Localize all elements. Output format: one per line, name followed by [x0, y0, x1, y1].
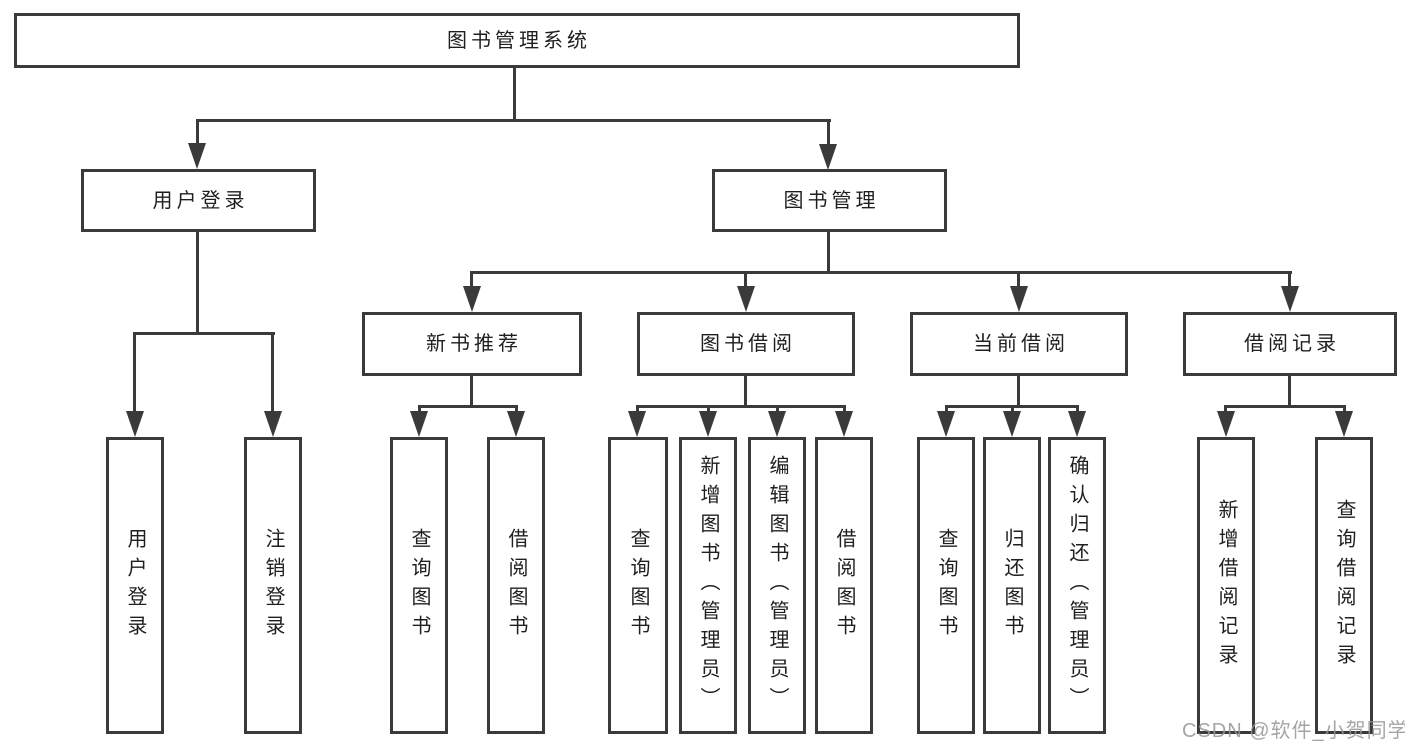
leaf-label: 注销登录 [262, 527, 284, 644]
node-borrowing-records: 借阅记录 [1183, 312, 1397, 376]
arrow-down-icon [699, 411, 717, 437]
leaf-label: 查询图书 [627, 527, 649, 644]
arrow-down-icon [937, 411, 955, 437]
connector-drop-book-management [827, 119, 830, 146]
connector-drop-leaf [515, 405, 518, 415]
leaf-user-login: 用户登录 [106, 437, 164, 734]
arrow-down-icon [463, 286, 481, 312]
connector-borrowing-stub [744, 375, 747, 407]
leaf-query-books-recommend: 查询图书 [390, 437, 448, 734]
watermark-csdn: CSDN @软件_小贺同学 [1182, 720, 1405, 742]
node-label: 图书管理 [783, 189, 880, 212]
arrow-down-icon [737, 286, 755, 312]
connector-records-stub [1288, 375, 1291, 407]
connector-drop-leaf [1343, 405, 1346, 415]
connector-recommend-stub [470, 375, 473, 407]
connector-drop-leaf [707, 405, 710, 415]
arrow-down-icon [819, 144, 837, 170]
leaf-label: 借阅图书 [505, 527, 527, 644]
connector-drop-module [470, 271, 473, 288]
arrow-down-icon [1217, 411, 1235, 437]
connector-drop-leaf [945, 405, 948, 415]
connector-drop-leaf [843, 405, 846, 415]
node-label: 借阅记录 [1244, 333, 1340, 355]
arrow-down-icon [1335, 411, 1353, 437]
connector-drop-leaf [1076, 405, 1079, 415]
node-current-borrowing: 当前借阅 [910, 312, 1128, 376]
arrow-down-icon [1068, 411, 1086, 437]
arrow-down-icon [835, 411, 853, 437]
arrow-down-icon [410, 411, 428, 437]
arrow-down-icon [768, 411, 786, 437]
arrow-down-icon [188, 143, 206, 169]
connector-drop-module [744, 271, 747, 288]
node-book-borrowing: 图书借阅 [637, 312, 855, 376]
node-label: 当前借阅 [973, 333, 1069, 355]
node-label: 用户登录 [152, 189, 249, 212]
connector-drop-leaf [776, 405, 779, 415]
connector-drop-leaf [271, 332, 274, 413]
connector-drop-leaf [636, 405, 639, 415]
leaf-label: 编辑图书（管理员） [766, 455, 788, 716]
leaf-borrow-books-borrowing: 借阅图书 [815, 437, 873, 734]
node-new-book-recommend: 新书推荐 [362, 312, 582, 376]
leaf-label: 查询图书 [408, 527, 430, 644]
connector-root-stub [513, 68, 516, 122]
connector-drop-module [1288, 271, 1291, 288]
arrow-down-icon [264, 411, 282, 437]
leaf-borrow-books-recommend: 借阅图书 [487, 437, 545, 734]
arrow-down-icon [1281, 286, 1299, 312]
connector-drop-module [1017, 271, 1020, 288]
leaf-label: 查询图书 [935, 527, 957, 644]
leaf-label: 新增图书（管理员） [697, 455, 719, 716]
connector-borrowing-bar [636, 405, 846, 408]
leaf-label: 借阅图书 [833, 527, 855, 644]
arrow-down-icon [507, 411, 525, 437]
leaf-add-books-admin: 新增图书（管理员） [679, 437, 737, 734]
leaf-query-books-borrowing: 查询图书 [608, 437, 668, 734]
arrow-down-icon [1003, 411, 1021, 437]
node-library-management-system: 图书管理系统 [14, 13, 1020, 68]
leaf-label: 归还图书 [1001, 527, 1023, 644]
leaf-query-books-current: 查询图书 [917, 437, 975, 734]
node-book-management: 图书管理 [712, 169, 947, 232]
connector-recommend-bar [418, 405, 518, 408]
connector-drop-leaf [1011, 405, 1014, 415]
connector-user-login-bar [133, 332, 275, 335]
connector-drop-leaf [418, 405, 421, 415]
leaf-label: 查询借阅记录 [1333, 498, 1355, 673]
node-label: 图书管理系统 [447, 29, 591, 52]
node-user-login: 用户登录 [81, 169, 316, 232]
arrow-down-icon [1010, 286, 1028, 312]
node-label: 图书借阅 [700, 333, 796, 355]
connector-level1-bar [196, 119, 831, 122]
leaf-label: 确认归还（管理员） [1066, 455, 1088, 716]
leaf-label: 新增借阅记录 [1215, 498, 1237, 673]
connector-drop-user-login [196, 119, 199, 146]
leaf-query-borrow-record: 查询借阅记录 [1315, 437, 1373, 734]
leaf-edit-books-admin: 编辑图书（管理员） [748, 437, 806, 734]
connector-level2-bar [470, 271, 1292, 274]
connector-drop-leaf [1224, 405, 1227, 415]
arrow-down-icon [126, 411, 144, 437]
leaf-confirm-return-admin: 确认归还（管理员） [1048, 437, 1106, 734]
leaf-return-books: 归还图书 [983, 437, 1041, 734]
leaf-logout-login: 注销登录 [244, 437, 302, 734]
connector-drop-leaf [133, 332, 136, 413]
leaf-add-borrow-record: 新增借阅记录 [1197, 437, 1255, 734]
connector-book-management-stub [827, 231, 830, 274]
arrow-down-icon [628, 411, 646, 437]
connector-records-bar [1224, 405, 1346, 408]
connector-current-stub [1017, 375, 1020, 407]
node-label: 新书推荐 [426, 333, 522, 355]
connector-user-login-stub [196, 231, 199, 335]
leaf-label: 用户登录 [124, 527, 146, 644]
